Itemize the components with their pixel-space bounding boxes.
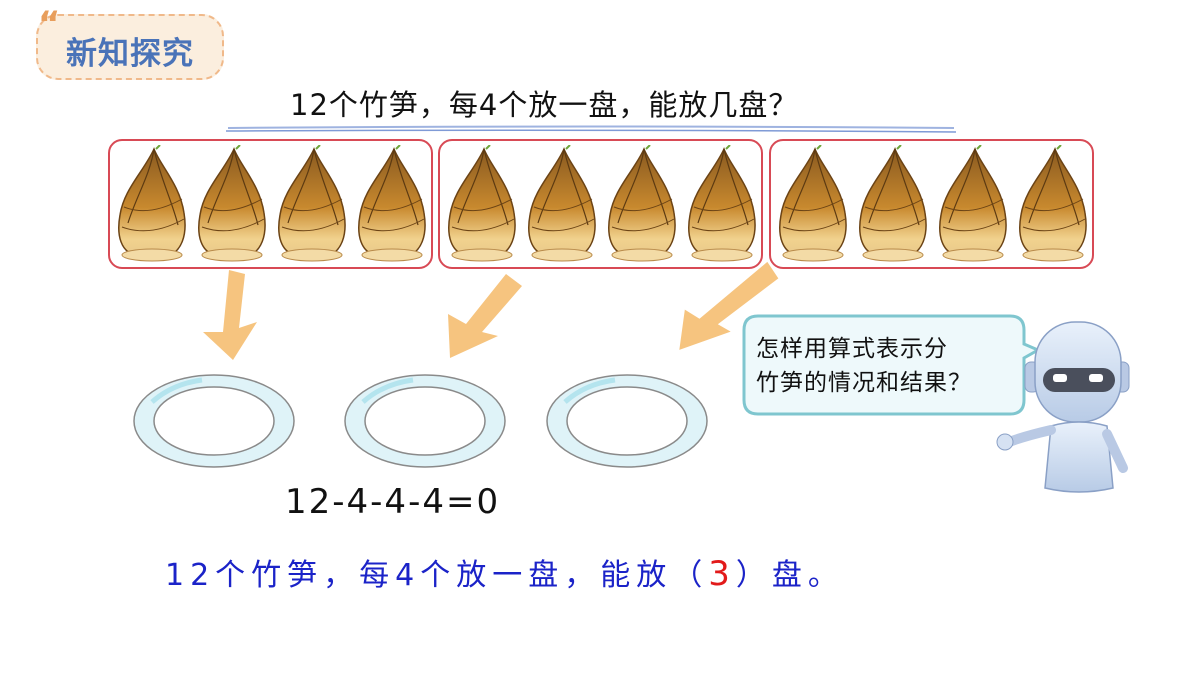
plate-2 (344, 374, 506, 468)
quote-mark-icon: “ (38, 4, 61, 44)
plate-3 (546, 374, 708, 468)
bamboo-shoot-icon (448, 145, 516, 262)
speech-bubble-line-2: 竹笋的情况和结果？ (756, 370, 972, 396)
plate-1 (133, 374, 295, 468)
bamboo-shoot-icon (358, 145, 426, 262)
shoot-group-3 (769, 139, 1094, 269)
answer-sentence: 12个竹笋，每4个放一盘，能放（3）盘。 (165, 550, 844, 594)
answer-number: 3 (708, 554, 736, 594)
speech-bubble: 怎样用算式表示分 竹笋的情况和结果？ (740, 312, 1040, 418)
bamboo-shoot-icon (608, 145, 676, 262)
speech-bubble-shape (742, 314, 1040, 416)
answer-prefix: 12个竹笋，每4个放一盘，能放（ (165, 558, 709, 593)
speech-bubble-line-1: 怎样用算式表示分 (756, 336, 948, 362)
shoot-group-2 (438, 139, 763, 269)
bamboo-shoot-icon (859, 145, 927, 262)
shoot-group-1 (108, 139, 433, 269)
arrow-down-icon (203, 270, 257, 360)
question-text: 12个竹笋，每4个放一盘，能放几盘？ (290, 88, 799, 122)
bamboo-shoot-icon (939, 145, 1007, 262)
bamboo-shoot-icon (118, 145, 186, 262)
question-underline (226, 125, 956, 133)
bamboo-shoot-icon (528, 145, 596, 262)
arrow-down-left-icon (448, 274, 522, 358)
arrow-down-left-icon (679, 261, 779, 350)
speech-bubble-text: 怎样用算式表示分 竹笋的情况和结果？ (756, 332, 972, 400)
section-badge-label: 新知探究 (66, 36, 194, 72)
bamboo-shoot-icon (278, 145, 346, 262)
bamboo-shoot-icon (198, 145, 266, 262)
equation-text: 12-4-4-4=0 (285, 482, 501, 522)
answer-suffix: ）盘。 (735, 558, 844, 593)
robot-icon (996, 321, 1130, 493)
section-badge: “ 新知探究 (36, 4, 224, 80)
bamboo-shoot-icon (779, 145, 847, 262)
bamboo-shoot-icon (688, 145, 756, 262)
bamboo-shoot-icon (1019, 145, 1087, 262)
